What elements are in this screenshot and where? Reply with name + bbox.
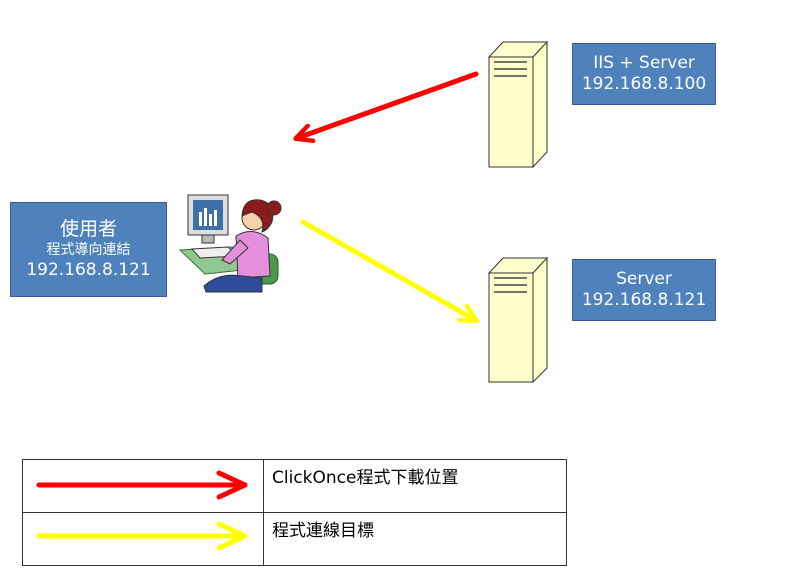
server-name: Server	[616, 268, 672, 289]
server-tower-icon	[487, 40, 549, 169]
server-box: Server 192.168.8.121	[572, 259, 716, 321]
legend-row: ClickOnce程式下載位置	[22, 459, 567, 513]
legend-table: ClickOnce程式下載位置 程式連線目標	[22, 459, 567, 566]
user-subtitle: 程式導向連結	[46, 242, 131, 258]
yellow-arrow	[300, 219, 470, 317]
user-box: 使用者 程式導向連結 192.168.8.121	[10, 202, 167, 297]
red-arrow	[303, 71, 479, 136]
iis-server-ip: 192.168.8.100	[581, 74, 707, 94]
legend-arrow-cell	[22, 512, 264, 566]
iis-server-box: IIS + Server 192.168.8.100	[572, 43, 716, 105]
user-title: 使用者	[59, 218, 117, 241]
legend-arrow-cell	[22, 459, 264, 513]
iis-server-name: IIS + Server	[593, 52, 695, 73]
server-tower-icon	[487, 256, 549, 384]
server-ip: 192.168.8.121	[581, 290, 707, 310]
user-at-computer-icon	[178, 194, 282, 293]
legend-red-arrow	[36, 470, 248, 500]
legend-label: 程式連線目標	[263, 512, 567, 566]
legend-yellow-arrow	[36, 521, 248, 551]
legend-row: 程式連線目標	[22, 512, 567, 566]
legend-label: ClickOnce程式下載位置	[263, 459, 567, 513]
user-ip: 192.168.8.121	[26, 259, 151, 280]
